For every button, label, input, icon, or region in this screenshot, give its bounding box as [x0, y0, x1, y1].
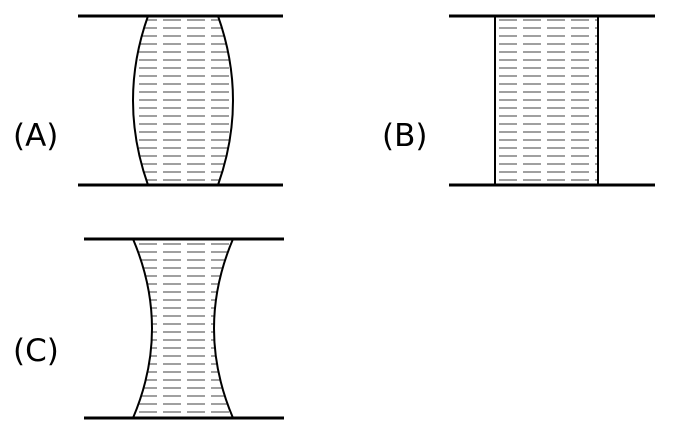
panel-label-c: (C)	[13, 333, 59, 369]
panel-label-a: (A)	[13, 118, 58, 154]
specimen-right-edge-c	[213, 238, 234, 419]
panel-a: (A)	[13, 14, 283, 187]
panel-label-b: (B)	[382, 118, 427, 154]
specimen-hatch-fill-c	[133, 239, 233, 418]
panel-b: (B)	[382, 14, 655, 187]
specimen-hatch-fill-a	[133, 16, 233, 185]
specimen-right-edge-a	[217, 15, 234, 186]
specimen-left-edge-c	[132, 238, 153, 419]
specimen-left-edge-a	[132, 15, 149, 186]
specimen-hatch-fill-b	[495, 16, 598, 185]
panel-c: (C)	[13, 237, 284, 420]
